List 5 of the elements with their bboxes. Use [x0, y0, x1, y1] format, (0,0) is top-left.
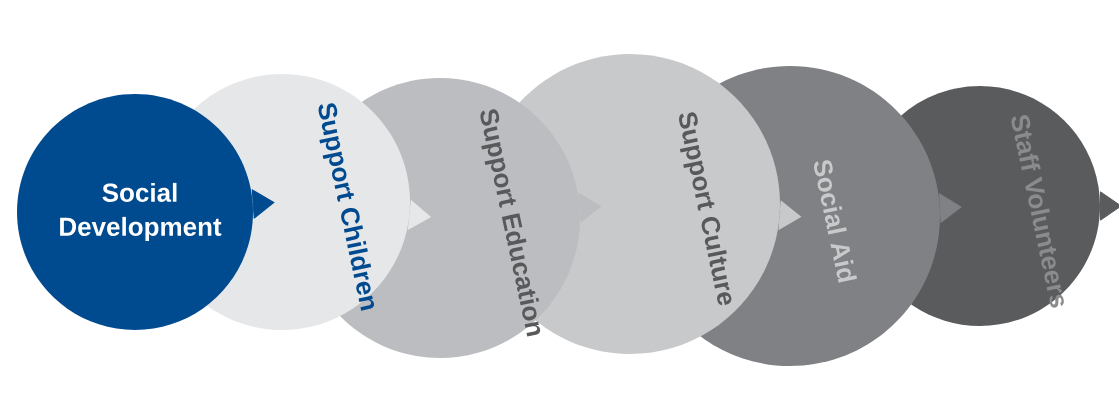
chevron-arrow [250, 189, 275, 219]
chevron-arrow [406, 200, 431, 230]
chevron-arrow [777, 200, 802, 230]
chevron-arrow [937, 193, 962, 223]
chevron-arrow [1097, 191, 1119, 221]
